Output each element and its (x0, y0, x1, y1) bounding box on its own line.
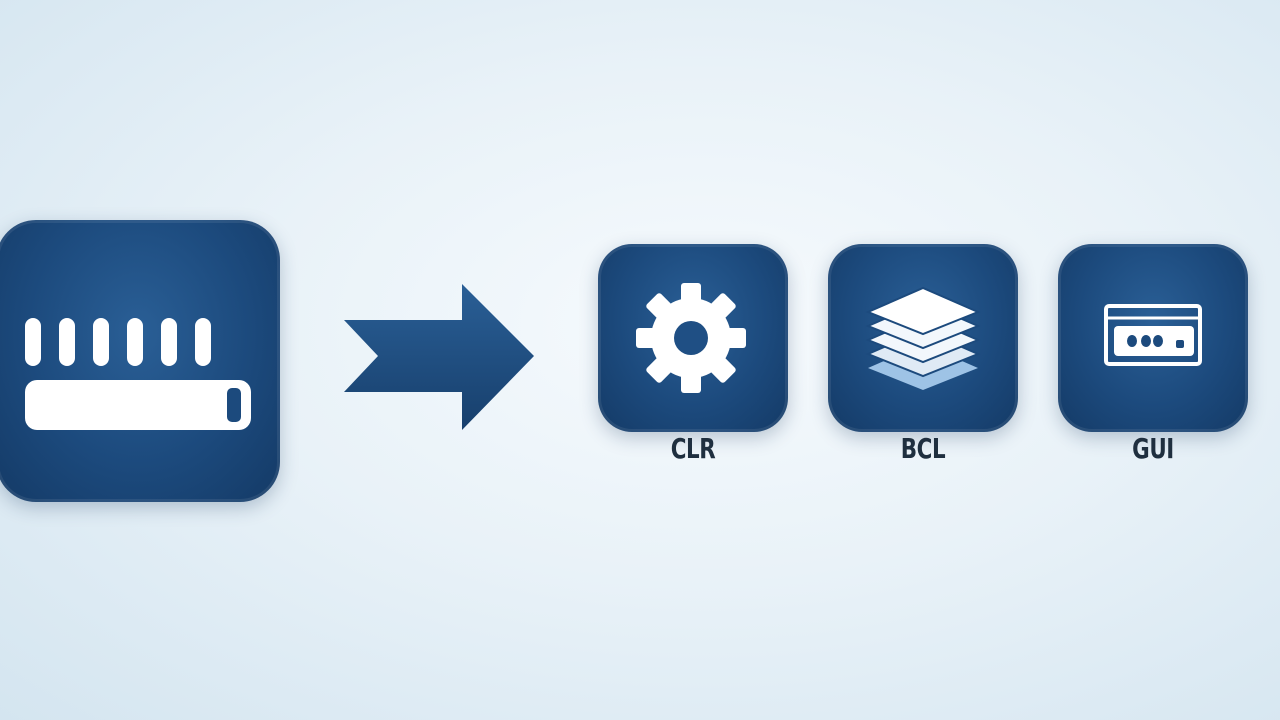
source-tile (0, 220, 280, 502)
clr-tile (598, 244, 788, 432)
gui-label: GUI (1132, 432, 1174, 465)
layers-icon (865, 286, 981, 390)
window-icon (1104, 304, 1202, 366)
gui-tile (1058, 244, 1248, 432)
clr-label: CLR (670, 432, 716, 465)
arrow-right-icon (344, 284, 534, 430)
bcl-tile (828, 244, 1018, 432)
console-icon (25, 318, 251, 430)
bcl-label: BCL (900, 432, 946, 465)
gear-icon (636, 283, 746, 393)
